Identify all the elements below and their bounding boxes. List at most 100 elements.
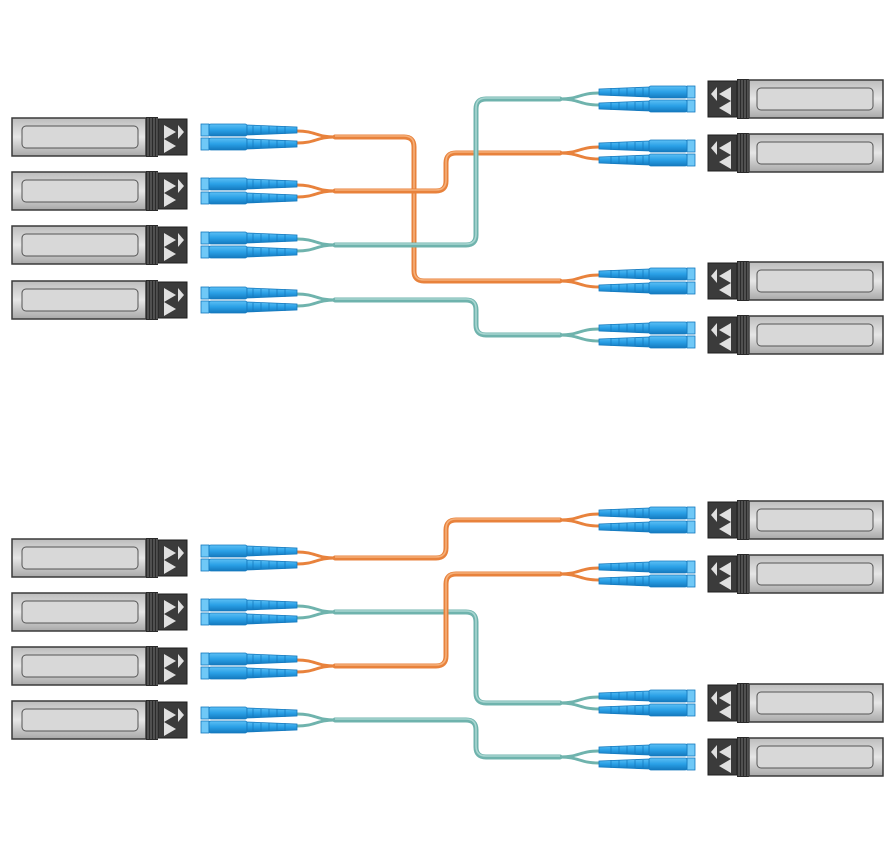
transceiver-left-L2[interactable] — [11, 171, 188, 211]
lc-ferrule-cap — [686, 574, 696, 588]
port-housing — [707, 738, 738, 776]
lc-boot — [246, 192, 298, 204]
latch-bail — [737, 737, 749, 777]
lc-ferrule-cap — [200, 612, 210, 626]
lc-boot — [246, 246, 298, 258]
latch-bail — [146, 646, 158, 686]
transceiver-label-area — [21, 179, 139, 203]
fiber-cable-L4-R4-highlight — [334, 718, 561, 757]
fiber-breakout-right — [559, 97, 600, 107]
fiber-cable-L1-R1[interactable] — [332, 517, 563, 561]
lc-boot — [246, 707, 298, 719]
lc-boot — [246, 138, 298, 150]
lc-connector-body — [648, 321, 688, 335]
port-housing — [707, 316, 738, 354]
fiber-breakout-right — [559, 755, 600, 765]
port-arrow-icon — [178, 654, 184, 668]
lc-boot — [246, 545, 298, 557]
port-arrow-icon — [711, 562, 717, 576]
lc-duplex-connector-left-L3[interactable] — [200, 652, 298, 680]
lc-ferrule-cap — [686, 520, 696, 534]
lc-duplex-connector-left-L2[interactable] — [200, 177, 298, 205]
transceiver-right-R4[interactable] — [707, 737, 884, 777]
lc-ferrule-cap — [686, 267, 696, 281]
transceiver-left-L4[interactable] — [11, 700, 188, 740]
port-housing — [157, 647, 188, 685]
port-arrow-icon — [164, 302, 176, 316]
transceiver-left-L2[interactable] — [11, 592, 188, 632]
lc-duplex-connector-left-L3[interactable] — [200, 231, 298, 259]
lc-ferrule-cap — [200, 720, 210, 734]
port-arrow-icon — [164, 179, 176, 193]
lc-duplex-connector-left-L1[interactable] — [200, 544, 298, 572]
transceiver-left-L1[interactable] — [11, 538, 188, 578]
lc-duplex-connector-left-L1[interactable] — [200, 123, 298, 151]
port-arrow-icon — [719, 759, 731, 773]
lc-ferrule-cap — [200, 706, 210, 720]
lc-connector-body — [208, 558, 248, 572]
lc-ferrule-cap — [200, 231, 210, 245]
lc-boot — [246, 721, 298, 733]
lc-duplex-connector-right-R2[interactable] — [598, 139, 696, 167]
lc-ferrule-cap — [686, 335, 696, 349]
port-arrow-icon — [719, 283, 731, 297]
lc-duplex-connector-right-R1[interactable] — [598, 506, 696, 534]
lc-duplex-connector-left-L4[interactable] — [200, 706, 298, 734]
fiber-cable-L3-R2-highlight — [334, 572, 561, 666]
lc-duplex-connector-right-R4[interactable] — [598, 321, 696, 349]
lc-ferrule-cap — [686, 560, 696, 574]
fiber-cable-L2-R2-highlight — [334, 151, 561, 191]
transceiver-left-L1[interactable] — [11, 117, 188, 157]
transceiver-right-R1[interactable] — [707, 500, 884, 540]
transceiver-right-R2[interactable] — [707, 554, 884, 594]
port-arrow-icon — [178, 233, 184, 247]
fiber-breakout-left — [296, 610, 336, 620]
lc-boot — [246, 287, 298, 299]
lc-boot — [246, 613, 298, 625]
fiber-cable-L4-R4-highlight — [334, 298, 561, 335]
lc-duplex-connector-right-R2[interactable] — [598, 560, 696, 588]
fiber-cable-L4-R4[interactable] — [332, 717, 563, 760]
transceiver-left-L3[interactable] — [11, 646, 188, 686]
transceiver-right-R1[interactable] — [707, 79, 884, 119]
transceiver-label-area — [21, 546, 139, 570]
lc-duplex-connector-right-R3[interactable] — [598, 267, 696, 295]
transceiver-label-area — [756, 508, 874, 532]
lc-ferrule-cap — [200, 286, 210, 300]
transceiver-left-L4[interactable] — [11, 280, 188, 320]
transceiver-right-R3[interactable] — [707, 683, 884, 723]
lc-connector-body — [208, 652, 248, 666]
port-arrow-icon — [719, 691, 731, 705]
lc-duplex-connector-left-L2[interactable] — [200, 598, 298, 626]
lc-duplex-connector-right-R1[interactable] — [598, 85, 696, 113]
transceiver-left-L3[interactable] — [11, 225, 188, 265]
lc-boot — [598, 322, 650, 334]
transceiver-right-R4[interactable] — [707, 315, 884, 355]
fiber-breakout-right — [559, 279, 600, 289]
port-arrow-icon — [719, 141, 731, 155]
lc-connector-body — [208, 177, 248, 191]
fiber-cable-L4-R4[interactable] — [332, 297, 563, 338]
lc-connector-body — [208, 245, 248, 259]
transceiver-right-R2[interactable] — [707, 133, 884, 173]
lc-duplex-connector-right-R4[interactable] — [598, 743, 696, 771]
port-arrow-icon — [711, 745, 717, 759]
transceiver-right-R3[interactable] — [707, 261, 884, 301]
fiber-breakout-right — [559, 701, 600, 711]
port-arrow-icon — [164, 125, 176, 139]
transceiver-label-area — [756, 269, 874, 293]
lc-duplex-connector-left-L4[interactable] — [200, 286, 298, 314]
fiber-cable-L2-R2[interactable] — [332, 150, 563, 194]
lc-duplex-connector-right-R3[interactable] — [598, 689, 696, 717]
panel-bottom-cables — [296, 512, 600, 765]
lc-ferrule-cap — [200, 177, 210, 191]
lc-boot — [598, 704, 650, 716]
fiber-cable-L3-R2[interactable] — [332, 571, 563, 669]
port-arrow-icon — [164, 600, 176, 614]
transceiver-label-area — [21, 654, 139, 678]
fiber-breakout-right — [559, 572, 600, 582]
port-arrow-icon — [178, 179, 184, 193]
lc-ferrule-cap — [686, 99, 696, 113]
lc-connector-body — [648, 506, 688, 520]
lc-boot — [598, 561, 650, 573]
